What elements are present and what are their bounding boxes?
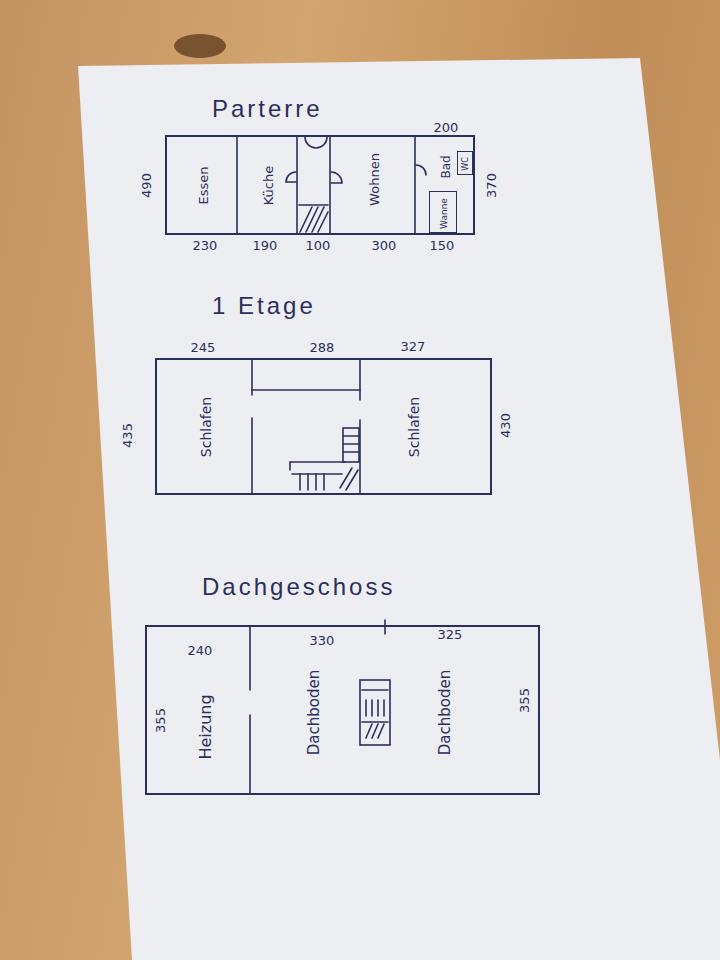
floor-heading: 1 Etage — [212, 294, 316, 318]
dimension-label: 330 — [310, 634, 335, 647]
room: Dachboden — [252, 627, 397, 793]
floor-heading: Parterre — [212, 97, 323, 121]
room: Schlafen — [362, 360, 490, 493]
dimension-label: 327 — [401, 340, 426, 353]
room-name: Heizung — [197, 694, 213, 759]
room-name: Schlafen — [199, 396, 213, 456]
dimension-label: 230 — [193, 239, 218, 252]
dimension-label: 190 — [253, 239, 278, 252]
dimension-label: 200 — [434, 121, 459, 134]
dimension-label: 355 — [153, 708, 166, 733]
room-name: Schlafen — [407, 396, 421, 456]
dimension-label: 245 — [191, 341, 216, 354]
room-name: Essen — [197, 166, 210, 204]
wood-knot — [174, 34, 226, 58]
dimension-label: 288 — [310, 341, 335, 354]
dimension-label: 300 — [372, 239, 397, 252]
room-name: Dachboden — [438, 669, 453, 754]
room-name: Wohnen — [368, 153, 381, 206]
room: BadWanne WC — [417, 137, 473, 233]
dimension-label: 355 — [517, 688, 530, 713]
floor-outline: 1 EtageSchlafenSchlafen — [155, 358, 492, 495]
room: Wohnen — [332, 137, 417, 233]
dimension-label: 100 — [306, 239, 331, 252]
dimension-label: 325 — [438, 628, 463, 641]
room: Essen — [167, 137, 239, 233]
room-name: Wanne — [439, 198, 448, 229]
dimension-label: 240 — [188, 644, 213, 657]
room-name: Küche — [262, 165, 275, 205]
room: Schlafen — [157, 360, 254, 493]
room-name: Dachboden — [307, 669, 322, 754]
dimension-label: 430 — [498, 413, 511, 438]
room-name: Bad — [439, 155, 451, 178]
paper — [78, 58, 720, 960]
room: WC — [457, 151, 473, 175]
room: Küche — [239, 137, 299, 233]
floor-heading: Dachgeschoss — [202, 575, 395, 599]
dimension-label: 435 — [120, 423, 133, 448]
floor-outline: ParterreEssenKücheWohnenBadWanneWC — [165, 135, 475, 235]
dimension-label: 150 — [430, 239, 455, 252]
dimension-label: 490 — [139, 173, 152, 198]
room: Dachboden — [397, 627, 538, 793]
dimension-label: 370 — [484, 173, 497, 198]
room: Wanne — [429, 191, 457, 233]
room-name: WC — [462, 157, 470, 171]
